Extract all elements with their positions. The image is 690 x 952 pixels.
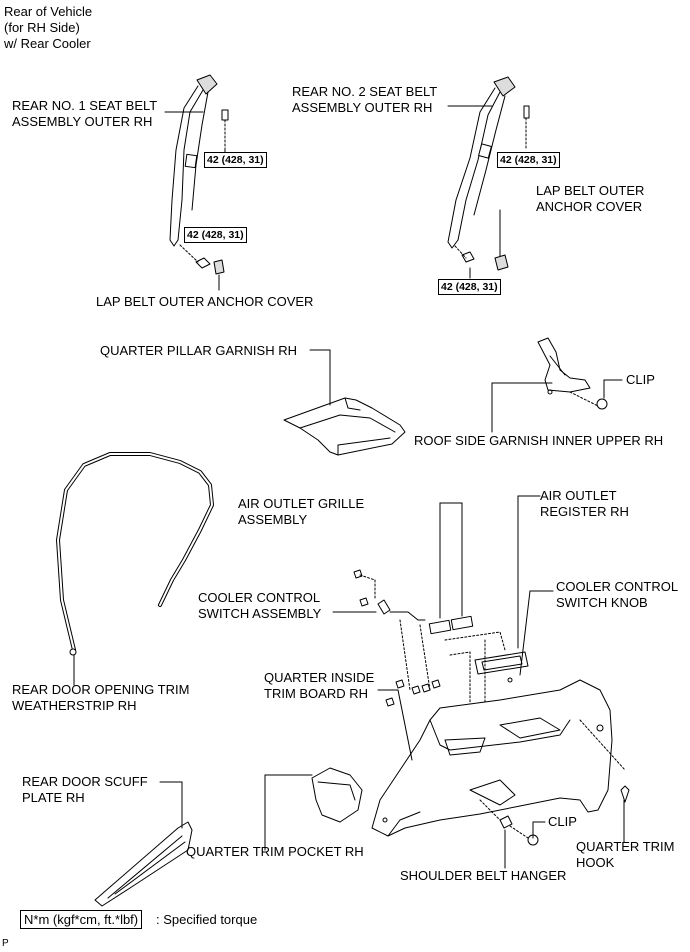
label-rear-no2-seat-belt: REAR NO. 2 SEAT BELT: [292, 84, 438, 99]
footer-code: P: [2, 938, 9, 949]
label-air-outlet-grille: AIR OUTLET GRILLE: [238, 496, 365, 511]
torque-spec-box: 42 (428, 31): [184, 227, 247, 243]
label-quarter-trim-hook-2: HOOK: [576, 855, 615, 870]
label-air-outlet-register-2: REGISTER RH: [540, 504, 629, 519]
label-quarter-trim-hook: QUARTER TRIM: [576, 839, 675, 854]
label-rear-no1-seat-belt-2: ASSEMBLY OUTER RH: [12, 114, 153, 129]
label-shoulder-belt-hanger: SHOULDER BELT HANGER: [400, 868, 567, 883]
torque-spec-box: 42 (428, 31): [438, 279, 501, 295]
quarter-inside-trim-drawing: [371, 679, 630, 843]
rear-no1-seat-belt-drawing: [164, 74, 229, 291]
label-rear-no2-seat-belt-2: ASSEMBLY OUTER RH: [292, 100, 433, 115]
label-rear-door-scuff-2: PLATE RH: [22, 790, 85, 805]
shoulder-belt-hanger-drawing: [479, 799, 546, 869]
quarter-pillar-garnish-drawing: [283, 349, 406, 456]
legend-description: : Specified torque: [156, 912, 258, 927]
label-cooler-control-switch-2: SWITCH ASSEMBLY: [198, 606, 322, 621]
label-quarter-inside-trim-2: TRIM BOARD RH: [264, 686, 368, 701]
weatherstrip-drawing: [56, 452, 214, 686]
label-rear-door-scuff: REAR DOOR SCUFF: [22, 774, 148, 789]
rear-door-scuff-drawing: [94, 781, 193, 907]
label-lap-belt-cover-right: LAP BELT OUTER: [536, 183, 645, 198]
label-quarter-trim-pocket: QUARTER TRIM POCKET RH: [186, 844, 364, 859]
label-roof-side-garnish: ROOF SIDE GARNISH INNER UPPER RH: [414, 433, 664, 448]
label-air-outlet-register: AIR OUTLET: [540, 488, 617, 503]
label-cooler-control-knob: COOLER CONTROL: [556, 579, 679, 594]
header-line-3: w/ Rear Cooler: [4, 36, 91, 51]
legend-unit-box: N*m (kgf*cm, ft.*lbf): [20, 910, 143, 929]
header-line-2: (for RH Side): [4, 20, 80, 35]
label-rear-door-weatherstrip-2: WEATHERSTRIP RH: [12, 698, 137, 713]
roof-side-garnish-drawing: [491, 337, 623, 433]
torque-spec-box: 42 (428, 31): [497, 152, 560, 168]
label-lap-belt-cover-left: LAP BELT OUTER ANCHOR COVER: [96, 294, 314, 309]
label-air-outlet-grille-2: ASSEMBLY: [238, 512, 308, 527]
label-lap-belt-cover-right-2: ANCHOR COVER: [536, 199, 643, 214]
label-quarter-pillar-garnish: QUARTER PILLAR GARNISH RH: [100, 343, 297, 358]
header-line-1: Rear of Vehicle: [4, 4, 93, 19]
air-outlet-register-drawing: [444, 495, 554, 721]
label-rear-no1-seat-belt: REAR NO. 1 SEAT BELT: [12, 98, 158, 113]
rear-no2-seat-belt-drawing: [447, 76, 530, 279]
label-cooler-control-switch: COOLER CONTROL: [198, 590, 321, 605]
quarter-trim-pocket-drawing: [264, 767, 363, 851]
air-outlet-grille-drawing: [332, 502, 474, 691]
label-rear-door-weatherstrip: REAR DOOR OPENING TRIM: [12, 682, 190, 697]
label-clip-upper: CLIP: [626, 372, 655, 387]
torque-spec-box: 42 (428, 31): [204, 152, 267, 168]
label-cooler-control-knob-2: SWITCH KNOB: [556, 595, 648, 610]
label-clip-lower: CLIP: [548, 814, 577, 829]
label-quarter-inside-trim: QUARTER INSIDE: [264, 670, 375, 685]
